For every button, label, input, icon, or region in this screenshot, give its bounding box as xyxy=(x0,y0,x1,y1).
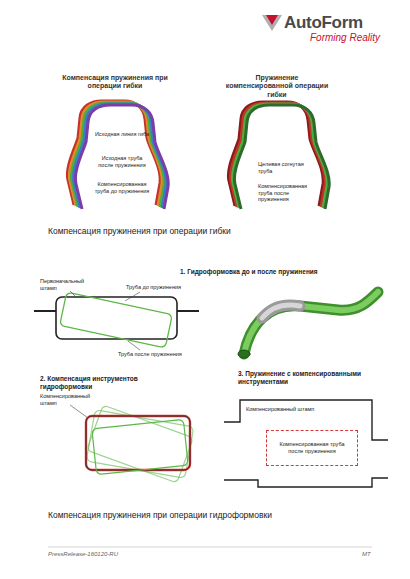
bent-tube xyxy=(67,101,168,209)
part-label: Компенсированный штамп xyxy=(40,393,100,406)
step-heading: 3. Пружинение с компенсированными инстру… xyxy=(238,370,388,386)
hydroformed-tube xyxy=(238,292,378,358)
figure-caption: Компенсация пружинения при операции гибк… xyxy=(48,226,378,236)
curve-label: Компенсированная труба до пружинения xyxy=(94,181,150,194)
part-label: Труба после пружинения xyxy=(118,351,208,358)
panel-heading: Пружинение компенсированной операции гиб… xyxy=(222,74,332,99)
dashed-result-box: Компенсированная труба после пружинения xyxy=(266,430,358,466)
die-section-2 xyxy=(70,405,194,483)
die-section-1 xyxy=(34,291,199,350)
bent-tube xyxy=(228,102,329,209)
step-heading: 2. Компенсация инструментов гидроформовк… xyxy=(40,375,170,391)
panel-heading: Компенсация пружинения при операции гибк… xyxy=(62,74,168,91)
footer-text: PressRelease-160120-RU xyxy=(48,551,198,558)
logo-mark xyxy=(266,15,278,25)
part-label: Первоначальный штамп xyxy=(40,278,100,291)
curve-label: Исходная труба после пружинения xyxy=(94,155,150,168)
step-heading: 1. Гидроформовка до и после пружинения xyxy=(180,268,390,276)
page-mark: MT xyxy=(362,551,392,558)
logo-text: AutoForm xyxy=(284,13,399,33)
part-label: Труба до пружинения xyxy=(126,284,206,291)
part-label: Компенсированный штамп xyxy=(246,406,346,413)
curve-label: Целевая согнутая труба xyxy=(258,161,308,174)
logo-tagline: Forming Reality xyxy=(310,32,400,44)
curve-label: Исходная линия гиба xyxy=(94,131,150,138)
logo-mark xyxy=(262,15,282,31)
curve-label: Компенсированная труба после пружинения xyxy=(258,183,310,203)
box-text: Компенсированная труба после пружинения xyxy=(273,441,351,455)
die-section-3 xyxy=(224,400,388,487)
footer-rule xyxy=(48,547,372,548)
figure-caption: Компенсация пружинения при операции гидр… xyxy=(48,510,388,520)
